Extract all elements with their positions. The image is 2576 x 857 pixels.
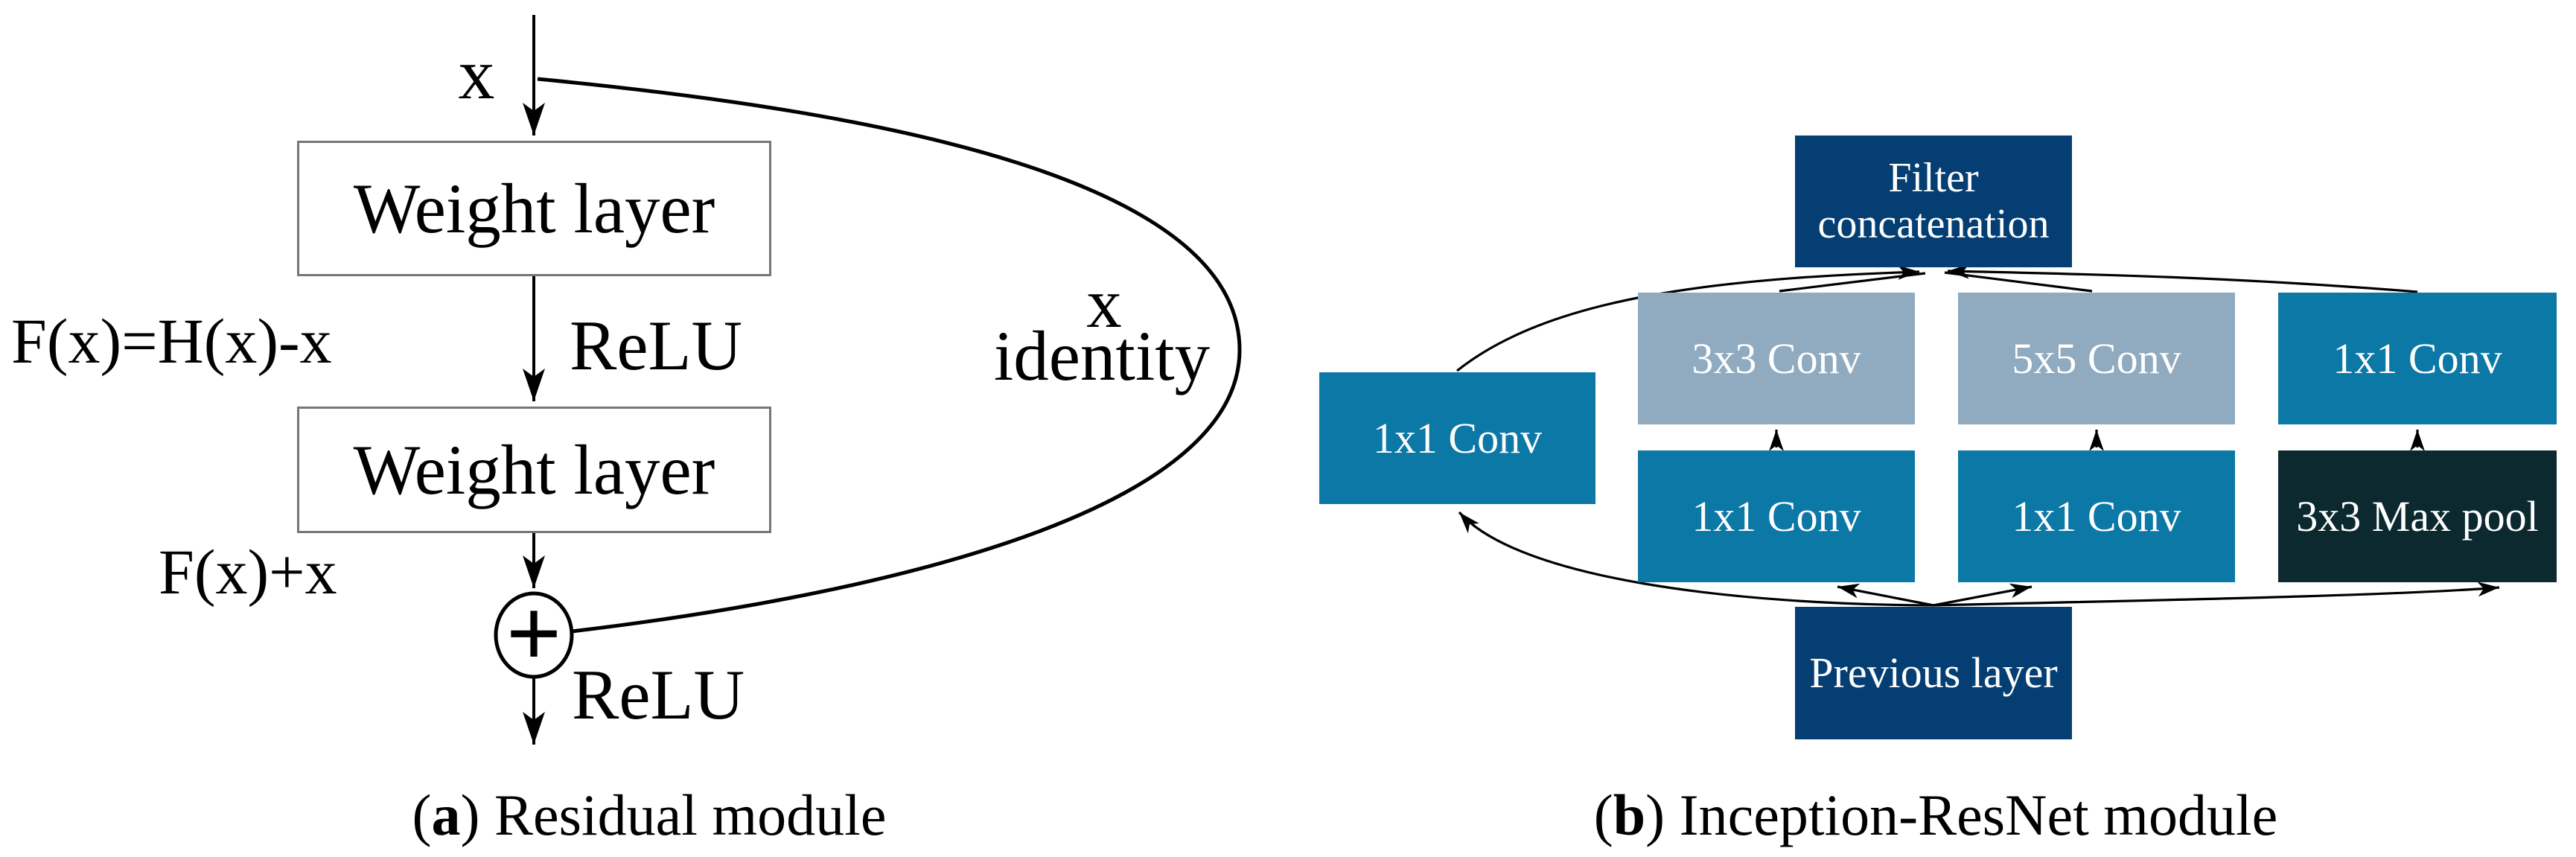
branch4-max-pool-label: 3x3 Max pool <box>2296 491 2539 541</box>
branch1-1x1-conv-box: 1x1 Conv <box>1319 372 1595 504</box>
skip-identity-label: identity <box>993 316 1211 395</box>
caption-panel-b: (b) Inception-ResNet module <box>1594 782 2277 849</box>
caption-b-paren: ( <box>1593 783 1613 847</box>
weight-layer-box-bottom: Weight layer <box>297 407 771 533</box>
branch4-1x1-conv-box: 1x1 Conv <box>2278 293 2557 424</box>
plus-icon: + <box>506 579 562 688</box>
branch3-1x1-conv-label: 1x1 Conv <box>2012 491 2181 541</box>
branch1-1x1-conv-label: 1x1 Conv <box>1372 413 1543 462</box>
branch3-5x5-conv-box: 5x5 Conv <box>1958 293 2235 424</box>
caption-a-letter: a <box>431 783 461 847</box>
branch2-3x3-conv-box: 3x3 Conv <box>1638 293 1915 424</box>
relu-output-label: ReLU <box>572 655 745 734</box>
identity-skip-curve <box>537 77 1242 634</box>
caption-panel-a: (a) Residual module <box>412 782 887 849</box>
residual-formula-label: F(x)=H(x)-x <box>11 305 332 377</box>
branch3-1x1-conv-box: 1x1 Conv <box>1958 450 2235 582</box>
previous-layer-box: Previous layer <box>1795 607 2072 739</box>
branch2-1x1-conv-box: 1x1 Conv <box>1638 450 1915 582</box>
input-x-label: x <box>458 34 495 115</box>
caption-a-paren: ( <box>412 783 432 847</box>
branch2-1x1-conv-label: 1x1 Conv <box>1692 491 1861 541</box>
caption-b-text: ) Inception-ResNet module <box>1645 783 2278 847</box>
caption-b-letter: b <box>1613 783 1646 847</box>
previous-layer-label: Previous layer <box>1809 649 2058 698</box>
caption-a-text: ) Residual module <box>460 783 887 847</box>
skip-x-label: x <box>1086 264 1122 343</box>
sum-formula-label: F(x)+x <box>159 536 337 608</box>
branch2-3x3-conv-label: 3x3 Conv <box>1692 334 1861 383</box>
branch4-1x1-conv-label: 1x1 Conv <box>2333 334 2502 383</box>
weight-layer-top-label: Weight layer <box>353 169 715 248</box>
filter-concatenation-label: Filter concatenation <box>1817 154 2050 247</box>
branch3-5x5-conv-label: 5x5 Conv <box>2012 334 2181 383</box>
relu-between-label: ReLU <box>570 306 743 385</box>
weight-layer-box-top: Weight layer <box>297 141 771 276</box>
branch4-max-pool-box: 3x3 Max pool <box>2278 450 2557 582</box>
sum-node-circle <box>494 591 574 679</box>
filter-concatenation-box: Filter concatenation <box>1795 136 2072 267</box>
weight-layer-bottom-label: Weight layer <box>353 430 715 509</box>
